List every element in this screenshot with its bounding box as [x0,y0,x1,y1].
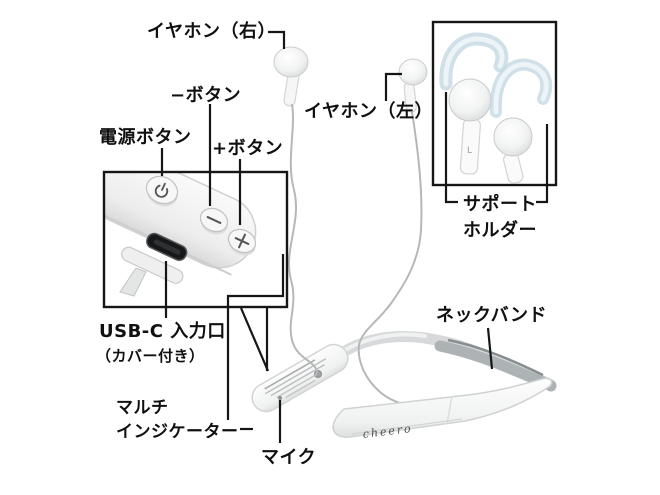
controls-inset-border [102,170,289,309]
minus-button-control [199,207,229,235]
earbud-right [273,46,309,107]
label-power-button: 電源ボタン [99,127,192,148]
callout-multi-indicator [226,254,285,420]
label-earphone-left: イヤホン（左） [304,101,433,122]
neckband-left-arm [251,343,349,413]
label-support-holder-line1: サポート [463,194,537,215]
label-multi-indicator: マルチ インジケーター [116,396,239,444]
support-holder-bracket-right [536,124,549,204]
label-support-holder: サポート ホルダー [440,192,560,244]
support-holder-bracket-left [444,92,458,204]
regulatory-print-lines [264,358,327,399]
plus-icon [234,233,250,249]
usb-c-port [146,232,188,261]
inset-earbud-right [493,117,533,184]
neckband-band [336,331,557,392]
label-support-holder-line2: ホルダー [463,220,537,241]
usb-cover-flap [119,246,184,297]
label-usb-port-note: （カバー付き） [96,347,205,365]
label-multi-indicator-line2: インジケーター [116,422,239,442]
label-neckband: ネックバンド [436,305,547,326]
earbud-left [398,58,428,113]
stem-l-marking: L [467,146,472,156]
label-plus-button: +ボタン [212,138,284,159]
label-minus-button: −ボタン [170,85,242,106]
inset-pointer-line-1 [239,307,270,372]
inset-earbud-left: L [448,78,492,175]
label-usb-port: USB-C 入力口 [99,321,226,342]
controls-inset [102,170,289,309]
label-earphone-right: イヤホン（右） [147,21,276,42]
label-mic: マイク [261,447,317,468]
power-button-control [145,175,179,207]
support-holder-wings [439,32,553,118]
callout-neckband [486,327,494,370]
earbud-wires [288,103,423,405]
callout-earphone-right [268,30,286,49]
plus-button-control [227,228,257,256]
support-holder-inset: L [431,20,558,187]
mic-hole [278,396,282,400]
callout-earphone-left [384,72,402,101]
arm-seam [446,395,453,425]
callout-lines [160,30,549,443]
power-icon [154,182,169,198]
neckband-right-arm [332,377,553,438]
minus-icon [206,216,222,224]
label-multi-indicator-line1: マルチ [116,398,169,418]
